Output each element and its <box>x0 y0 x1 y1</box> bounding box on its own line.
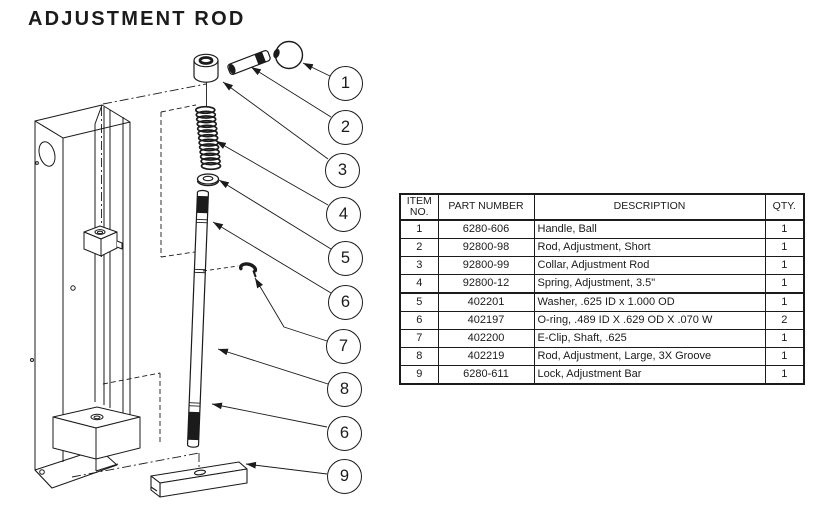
table-row: 7 402200 E-Clip, Shaft, .625 1 <box>399 329 805 348</box>
item-no-cell: 2 <box>399 238 439 257</box>
balloon-item-7: 7 <box>326 329 361 364</box>
e-clip <box>239 262 258 278</box>
qty-cell: 1 <box>764 292 805 312</box>
part-number-cell: 402201 <box>437 292 535 312</box>
leader-lines <box>211 62 332 475</box>
part-number-cell: 92800-98 <box>437 238 535 257</box>
table-row: 2 92800-98 Rod, Adjustment, Short 1 <box>399 238 805 257</box>
description-cell: Collar, Adjustment Rod <box>533 256 766 275</box>
item-no-cell: 9 <box>399 365 439 385</box>
item-no-cell: 7 <box>399 329 439 348</box>
balloon-item-5: 5 <box>328 241 363 276</box>
part-number-cell: 402200 <box>437 329 535 348</box>
qty-cell: 1 <box>764 365 805 385</box>
balloon-item-6-top: 6 <box>328 285 363 320</box>
leader-2 <box>250 66 332 118</box>
description-cell: Rod, Adjustment, Large, 3X Groove <box>533 347 766 366</box>
leader-3 <box>222 81 329 160</box>
table-row: 6 402197 O-ring, .489 ID X .629 OD X .07… <box>399 311 805 330</box>
o-ring-groove-top <box>196 218 208 224</box>
balloon-item-3: 3 <box>325 153 360 188</box>
e-clip-groove <box>194 268 206 274</box>
handle-ball <box>273 40 304 70</box>
description-cell: Lock, Adjustment Bar <box>533 365 766 385</box>
item-no-cell: 8 <box>399 347 439 366</box>
balloon-item-6-bottom: 6 <box>327 416 362 451</box>
part-number-cell: 402219 <box>437 347 535 366</box>
table-row: 8 402219 Rod, Adjustment, Large, 3X Groo… <box>399 347 805 366</box>
e-clip-link <box>202 265 239 272</box>
part-number-cell: 6280-606 <box>437 219 535 239</box>
qty-cell: 1 <box>764 219 805 239</box>
rod-bottom-band <box>187 411 200 441</box>
spring-adjustment <box>194 105 222 171</box>
header-description: DESCRIPTION <box>533 193 766 221</box>
bracket-mid-block <box>83 225 123 257</box>
item-no-cell: 1 <box>399 219 439 239</box>
mounting-bracket <box>30 104 131 489</box>
table-row: 3 92800-99 Collar, Adjustment Rod 1 <box>399 256 805 275</box>
balloon-item-2: 2 <box>328 110 363 145</box>
phantom-outlines <box>102 104 209 444</box>
rod-adjustment-large <box>186 189 210 448</box>
description-cell: Handle, Ball <box>533 219 766 239</box>
leader-6-bottom <box>211 402 328 428</box>
washer <box>196 173 220 187</box>
table-row: 4 92800-12 Spring, Adjustment, 3.5" 1 <box>399 274 805 294</box>
qty-cell: 1 <box>764 329 805 348</box>
parts-table: ITEM NO. PART NUMBER DESCRIPTION QTY. 1 … <box>399 193 805 385</box>
table-header-row: ITEM NO. PART NUMBER DESCRIPTION QTY. <box>399 193 805 221</box>
item-no-cell: 6 <box>399 311 439 330</box>
lockbar-centerline <box>71 452 200 478</box>
table-row: 1 6280-606 Handle, Ball 1 <box>399 219 805 239</box>
item-no-cell: 3 <box>399 256 439 275</box>
balloon-item-1: 1 <box>328 66 363 101</box>
bracket-bottom-block <box>52 406 141 460</box>
leader-1 <box>302 62 331 77</box>
qty-cell: 2 <box>764 311 805 330</box>
leader-7 <box>254 277 328 342</box>
description-cell: E-Clip, Shaft, .625 <box>533 329 766 348</box>
part-number-cell: 6280-611 <box>437 365 535 385</box>
leader-9 <box>245 461 328 475</box>
item-no-cell: 4 <box>399 274 439 294</box>
qty-cell: 1 <box>764 274 805 294</box>
o-ring-groove-bottom <box>189 402 201 407</box>
header-qty: QTY. <box>764 193 805 221</box>
qty-cell: 1 <box>764 347 805 366</box>
lock-adjustment-bar <box>150 461 248 498</box>
part-number-cell: 402197 <box>437 311 535 330</box>
description-cell: Rod, Adjustment, Short <box>533 238 766 257</box>
balloon-item-8: 8 <box>327 372 362 407</box>
rod-adjustment-short <box>227 50 271 75</box>
leader-8 <box>217 348 329 385</box>
table-row: 9 6280-611 Lock, Adjustment Bar 1 <box>399 365 805 385</box>
balloon-item-4: 4 <box>326 197 361 232</box>
leader-4 <box>215 140 329 206</box>
description-cell: O-ring, .489 ID X .629 OD X .070 W <box>533 311 766 330</box>
leader-5 <box>218 179 332 250</box>
header-part-number: PART NUMBER <box>437 193 535 221</box>
part-number-cell: 92800-99 <box>437 256 535 275</box>
description-cell: Spring, Adjustment, 3.5" <box>533 274 766 294</box>
leader-6-top <box>212 221 332 294</box>
table-row: 5 402201 Washer, .625 ID x 1.000 OD 1 <box>399 292 805 312</box>
balloon-item-9: 9 <box>327 459 362 494</box>
part-number-cell: 92800-12 <box>437 274 535 294</box>
qty-cell: 1 <box>764 256 805 275</box>
collar-adjustment-rod <box>193 53 219 83</box>
header-item-no: ITEM NO. <box>399 193 439 221</box>
rod-top-band <box>196 195 209 214</box>
description-cell: Washer, .625 ID x 1.000 OD <box>533 292 766 312</box>
item-no-cell: 5 <box>399 292 439 312</box>
page-title: ADJUSTMENT ROD <box>28 8 246 30</box>
qty-cell: 1 <box>764 238 805 257</box>
